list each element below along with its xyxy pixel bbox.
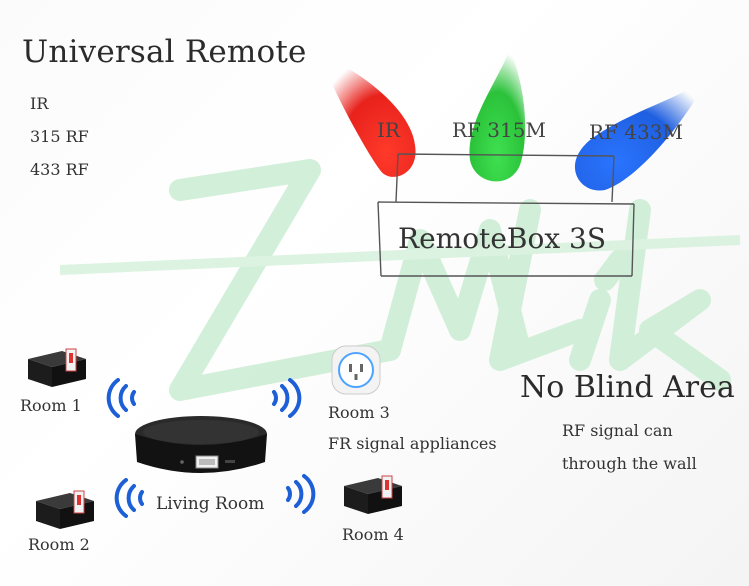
rf315-beam-icon	[469, 50, 526, 182]
ir-beam-icon	[320, 55, 416, 177]
beam-label-rf315: RF 315M	[452, 118, 546, 142]
wifi-signal-icon	[114, 478, 144, 518]
no-blind-line-1: RF signal can	[562, 421, 673, 440]
room1-label: Room 1	[20, 396, 82, 415]
room4-device-icon	[344, 475, 402, 514]
no-blind-title: No Blind Area	[520, 370, 735, 405]
room2-device-icon	[36, 490, 94, 529]
remotebox-sketch	[377, 153, 635, 277]
room2-label: Room 2	[28, 535, 90, 554]
feature-ir: IR	[30, 94, 49, 113]
page-title: Universal Remote	[22, 34, 307, 70]
living-room-hub-icon	[135, 416, 267, 473]
living-room-label: Living Room	[156, 494, 265, 514]
beam-label-ir: IR	[377, 118, 400, 142]
feature-433rf: 433 RF	[30, 160, 89, 179]
wifi-signal-icon	[106, 378, 136, 418]
room1-device-icon	[28, 348, 86, 387]
room3-plug-icon	[331, 345, 381, 395]
wifi-signal-icon	[272, 378, 302, 418]
room3-label: Room 3	[328, 403, 390, 422]
room4-label: Room 4	[342, 525, 404, 544]
beam-label-rf433: RF 433M	[589, 120, 683, 144]
feature-315rf: 315 RF	[30, 127, 89, 146]
wifi-signal-icon	[286, 474, 316, 514]
room3-subtitle: FR signal appliances	[328, 434, 497, 453]
no-blind-line-2: through the wall	[562, 454, 697, 473]
rf433-beam-icon	[574, 75, 710, 191]
remotebox-label: RemoteBox 3S	[398, 222, 607, 255]
